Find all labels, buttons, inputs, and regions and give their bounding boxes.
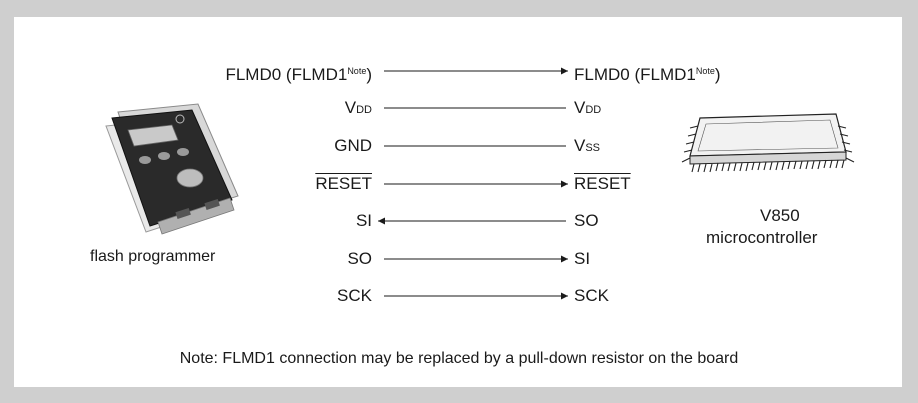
signal-right-vdd: VDD (574, 98, 602, 117)
signal-left-gnd: GND (334, 136, 372, 155)
signal-left-vdd: VDD (344, 98, 372, 117)
microcontroller-label: microcontroller (706, 228, 818, 247)
flash-programmer-icon (105, 103, 239, 235)
microcontroller-chip-icon (681, 113, 855, 173)
signal-left-flmd0: FLMD0 (FLMD1Note) (225, 65, 372, 84)
signal-right-sck: SCK (574, 286, 609, 305)
signal-right-so: SO (574, 211, 599, 230)
footnote: Note: FLMD1 connection may be replaced b… (179, 350, 739, 367)
flash-programmer-label: flash programmer (90, 248, 216, 265)
signal-right-vss: VSS (574, 136, 601, 155)
signal-right-flmd0: FLMD0 (FLMD1Note) (574, 65, 721, 84)
signal-left-sck: SCK (337, 286, 372, 305)
signal-right-si: SI (574, 249, 591, 268)
signal-right-reset: RESET (574, 174, 631, 193)
signal-left-so: SO (347, 249, 372, 268)
signal-left-si: SI (355, 211, 372, 230)
signal-left-reset: RESET (315, 174, 372, 193)
v850-label: V850 (760, 206, 800, 225)
